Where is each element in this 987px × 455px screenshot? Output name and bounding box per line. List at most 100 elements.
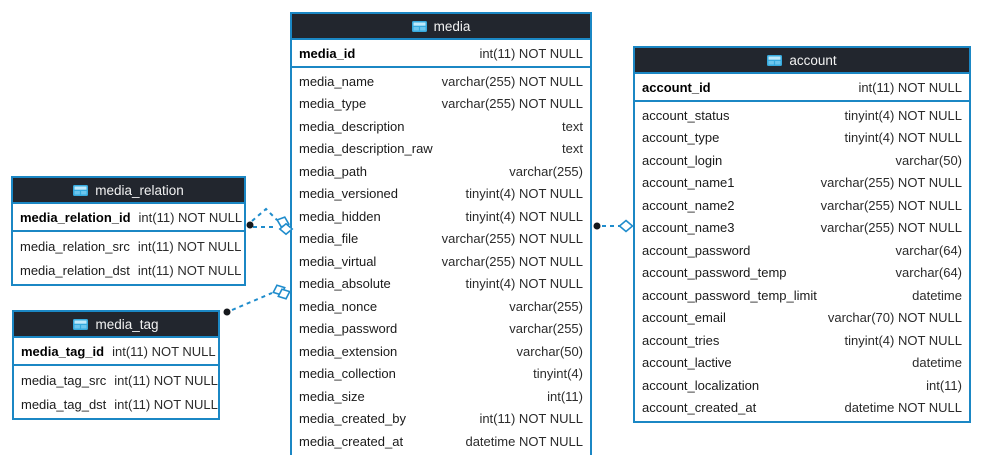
relationship-line[interactable]	[231, 292, 273, 311]
column-name: account_created_at	[642, 400, 757, 416]
table-header[interactable]: media_tag	[14, 312, 218, 336]
relationship-media-tag-to-media[interactable]	[223, 283, 292, 316]
column-type: int(11) NOT NULL	[137, 262, 242, 278]
column-name: media_virtual	[299, 253, 377, 269]
table-title: media	[433, 18, 471, 34]
relationship-line[interactable]	[251, 207, 278, 222]
column-type: tinyint(4) NOT NULL	[844, 130, 962, 146]
column-type: int(11)	[547, 388, 583, 404]
table-header[interactable]: media_relation	[13, 178, 244, 202]
column-name: media_relation_id	[20, 209, 131, 225]
column-name: account_password	[642, 242, 751, 258]
column-name: media_relation_dst	[20, 262, 130, 278]
column-type: int(11)	[926, 377, 962, 393]
column-name: media_description	[299, 118, 405, 134]
column-type: int(11) NOT NULL	[112, 343, 216, 359]
table-header[interactable]: media	[292, 14, 590, 38]
column-type: int(11) NOT NULL	[137, 238, 242, 254]
column-name: media_description_raw	[299, 141, 433, 157]
column-name: media_hidden	[299, 208, 381, 224]
column-type: varchar(255) NOT NULL	[441, 96, 583, 112]
column-type: tinyint(4) NOT NULL	[465, 186, 583, 202]
column-row[interactable]: account_name3 varchar(255) NOT NULL	[635, 217, 969, 240]
relationship-diamond	[618, 219, 634, 233]
relationship-media-to-account[interactable]	[593, 219, 634, 233]
column-name: media_name	[299, 73, 375, 89]
column-name: account_localization	[642, 377, 760, 393]
column-row[interactable]: account_password_temp varchar(64)	[635, 262, 969, 285]
column-type: varchar(50)	[895, 152, 962, 168]
column-type: tinyint(4)	[533, 366, 583, 382]
column-type: datetime	[912, 355, 962, 371]
column-type: varchar(50)	[516, 343, 583, 359]
column-type: varchar(255) NOT NULL	[820, 220, 962, 236]
relationship-dot	[593, 222, 601, 230]
column-name: media_tag_src	[21, 372, 107, 388]
column-name: media_size	[299, 388, 365, 404]
column-type: varchar(70) NOT NULL	[827, 310, 962, 326]
column-row[interactable]: media_size int(11)	[292, 385, 590, 408]
column-row[interactable]: account_localization int(11)	[635, 374, 969, 397]
primary-key-row[interactable]: account_id int(11) NOT NULL	[635, 72, 969, 102]
column-name: account_email	[642, 310, 726, 326]
column-row[interactable]: media_tag_src int(11) NOT NULL	[14, 368, 218, 392]
column-name: account_id	[642, 79, 711, 95]
table-icon	[767, 54, 783, 66]
column-type: int(11) NOT NULL	[858, 79, 962, 95]
column-type: varchar(64)	[895, 265, 962, 281]
column-row[interactable]: account_email varchar(70) NOT NULL	[635, 307, 969, 330]
column-type: int(11) NOT NULL	[114, 372, 218, 388]
column-type: varchar(255) NOT NULL	[820, 197, 962, 213]
column-row[interactable]: media_name varchar(255) NOT NULL	[292, 70, 590, 93]
column-type: varchar(255) NOT NULL	[441, 231, 583, 247]
column-type: varchar(255) NOT NULL	[441, 73, 583, 89]
column-type: int(11) NOT NULL	[479, 45, 583, 61]
relationship-media-relation-to-media[interactable]	[246, 207, 294, 236]
column-name: account_tries	[642, 332, 720, 348]
column-name: account_login	[642, 152, 723, 168]
table-header[interactable]: account	[635, 48, 969, 72]
column-name: account_name3	[642, 220, 735, 236]
column-row[interactable]: account_login varchar(50)	[635, 149, 969, 172]
relationship-dot	[246, 221, 254, 229]
column-type: int(11) NOT NULL	[479, 411, 583, 427]
column-row[interactable]: media_relation_dst int(11) NOT NULL	[13, 258, 244, 282]
column-type: varchar(255) NOT NULL	[820, 175, 962, 191]
column-name: account_password_temp	[642, 265, 787, 281]
column-type: tinyint(4) NOT NULL	[844, 107, 962, 123]
